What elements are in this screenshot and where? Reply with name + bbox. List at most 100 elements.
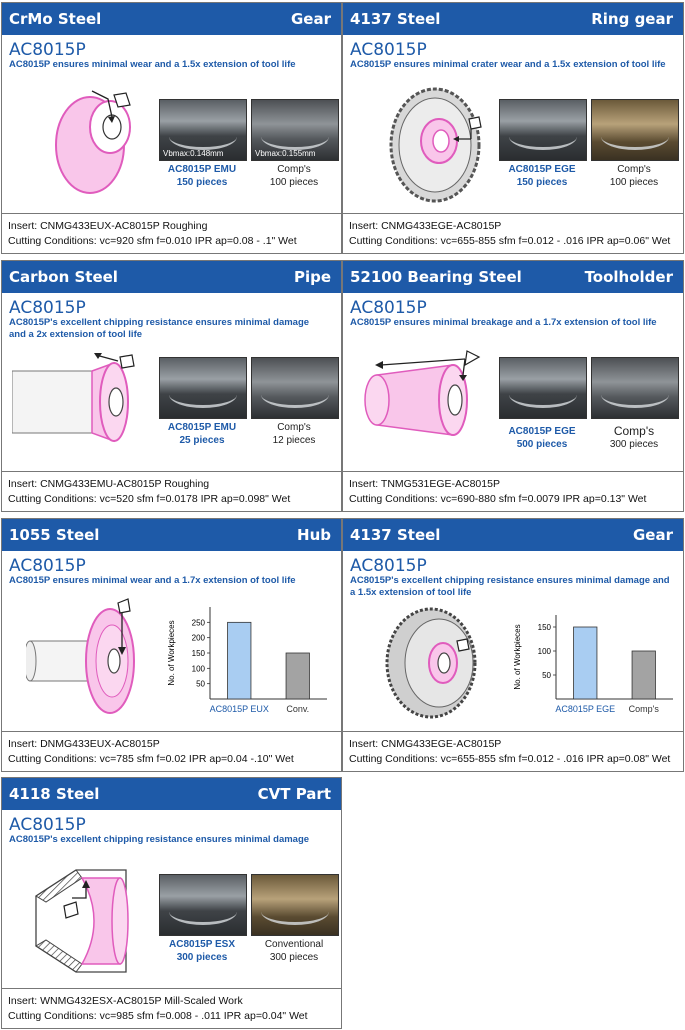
case-card-carbon-pipe: Carbon Steel Pipe AC8015P AC8015P's exce…: [1, 260, 342, 512]
ac8015p-caption: AC8015P EMU 25 pieces: [159, 421, 245, 447]
case-card-52100-toolholder: 52100 Bearing Steel Toolholder AC8015P A…: [342, 260, 684, 512]
material-label: 4137 Steel: [350, 10, 441, 28]
bar: [573, 626, 598, 700]
cutting-conditions: Cutting Conditions: vc=690-880 sfm f=0.0…: [349, 493, 647, 505]
gear-workpiece-illustration: [55, 90, 131, 194]
category-label: AC8015P EGE: [555, 704, 615, 714]
bar: [227, 621, 252, 700]
caption-line: 500 pieces: [516, 439, 568, 450]
competitor-caption: Comp's 100 pieces: [591, 163, 677, 189]
grade-title: AC8015P: [9, 298, 86, 318]
claim-text: AC8015P ensures minimal wear and a 1.7x …: [9, 575, 296, 586]
card-footer: Insert: CNMG433EUX-AC8015P Roughing Cutt…: [2, 213, 341, 253]
ac8015p-caption: AC8015P EGE 500 pieces: [499, 425, 585, 451]
wear-measurement: Vbmax:0.155mm: [255, 149, 316, 158]
y-tick-label: 50: [542, 671, 551, 680]
insert-spec: Insert: TNMG531EGE-AC8015P: [349, 478, 500, 490]
insert-spec: Insert: CNMG433EUX-AC8015P Roughing: [8, 220, 208, 232]
competitor-wear-photo: [591, 99, 679, 161]
competitor-wear-photo: [251, 357, 339, 419]
part-label: Pipe: [293, 268, 331, 286]
case-card-crmo-gear: CrMo Steel Gear AC8015P AC8015P ensures …: [1, 2, 342, 254]
y-tick-label: 100: [538, 647, 552, 656]
case-card-4118-cvt: 4118 Steel CVT Part AC8015P AC8015P's ex…: [1, 777, 342, 1029]
material-label: CrMo Steel: [9, 10, 102, 28]
category-label: AC8015P EUX: [210, 704, 269, 714]
ac8015p-wear-photo: [499, 357, 587, 419]
caption-line: Comp's: [613, 424, 655, 438]
card-footer: Insert: CNMG433EMU-AC8015P Roughing Cutt…: [2, 471, 341, 511]
insert-spec: Insert: WNMG432ESX-AC8015P Mill-Scaled W…: [8, 995, 243, 1007]
card-header: 4137 Steel Gear: [343, 519, 683, 551]
claim-line: a 1.5x extension of tool life: [350, 587, 472, 598]
part-label: Gear: [290, 10, 331, 28]
caption-line: AC8015P EGE: [508, 426, 576, 437]
card-footer: Insert: WNMG432ESX-AC8015P Mill-Scaled W…: [2, 988, 341, 1028]
caption-line: 12 pieces: [272, 435, 316, 446]
card-header: Carbon Steel Pipe: [2, 261, 341, 293]
cutting-conditions: Cutting Conditions: vc=785 sfm f=0.02 IP…: [8, 753, 294, 765]
y-tick-label: 200: [192, 634, 206, 643]
case-card-4137-gear: 4137 Steel Gear AC8015P AC8015P's excell…: [342, 518, 684, 772]
grade-title: AC8015P: [350, 298, 427, 318]
cutting-conditions: Cutting Conditions: vc=655-855 sfm f=0.0…: [349, 235, 671, 247]
cvt-part-cutaway-illustration: [35, 869, 129, 973]
y-axis-label: No. of Workpieces: [513, 624, 522, 689]
part-label: Gear: [632, 526, 673, 544]
grade-title: AC8015P: [350, 40, 427, 60]
insert-spec: Insert: CNMG433EGE-AC8015P: [349, 738, 502, 750]
insert-spec: Insert: CNMG433EGE-AC8015P: [349, 220, 502, 232]
grade-title: AC8015P: [9, 40, 86, 60]
caption-line: 300 pieces: [269, 952, 319, 963]
conventional-wear-photo: [251, 874, 339, 936]
claim-text: AC8015P ensures minimal crater wear and …: [350, 59, 666, 70]
card-footer: Insert: CNMG433EGE-AC8015P Cutting Condi…: [343, 731, 683, 771]
grade-title: AC8015P: [9, 556, 86, 576]
category-label: Conv.: [286, 704, 309, 714]
bar: [285, 652, 310, 700]
conventional-caption: Conventional 300 pieces: [251, 938, 337, 964]
ac8015p-caption: AC8015P EMU 150 pieces: [159, 163, 245, 189]
part-label: Toolholder: [584, 268, 673, 286]
grade-title: AC8015P: [350, 556, 427, 576]
cutting-conditions: Cutting Conditions: vc=520 sfm f=0.0178 …: [8, 493, 291, 505]
caption-line: Comp's: [617, 164, 651, 175]
case-card-1055-hub: 1055 Steel Hub AC8015P AC8015P ensures m…: [1, 518, 342, 772]
y-tick-label: 150: [192, 649, 206, 658]
y-tick-label: 150: [538, 623, 552, 632]
hub-workpiece-illustration: [26, 598, 135, 714]
caption-line: 100 pieces: [609, 177, 659, 188]
y-tick-label: 50: [196, 680, 205, 689]
y-tick-label: 100: [192, 664, 206, 673]
cutting-conditions: Cutting Conditions: vc=985 sfm f=0.008 -…: [8, 1010, 308, 1022]
claim-text: AC8015P's excellent chipping resistance …: [9, 317, 309, 341]
part-label: Hub: [297, 526, 331, 544]
ring-gear-illustration: [389, 87, 482, 203]
material-label: 1055 Steel: [9, 526, 100, 544]
part-label: CVT Part: [257, 785, 331, 803]
bar: [631, 650, 656, 700]
claim-line: AC8015P's excellent chipping resistance …: [350, 575, 670, 586]
helical-gear-illustration: [385, 607, 477, 719]
part-label: Ring gear: [591, 10, 673, 28]
caption-line: 100 pieces: [269, 177, 319, 188]
card-header: 4118 Steel CVT Part: [2, 778, 341, 810]
material-label: 4118 Steel: [9, 785, 100, 803]
caption-line: Comp's: [277, 164, 311, 175]
caption-line: AC8015P ESX: [169, 939, 235, 950]
toolholder-workpiece-illustration: [364, 350, 481, 436]
card-header: CrMo Steel Gear: [2, 3, 341, 35]
cutting-conditions: Cutting Conditions: vc=655-855 sfm f=0.0…: [349, 753, 671, 765]
card-footer: Insert: TNMG531EGE-AC8015P Cutting Condi…: [343, 471, 683, 511]
claim-text: AC8015P ensures minimal breakage and a 1…: [350, 317, 657, 328]
ac8015p-caption: AC8015P EGE 150 pieces: [499, 163, 585, 189]
material-label: 52100 Bearing Steel: [350, 268, 522, 286]
caption-line: Comp's: [277, 422, 311, 433]
ac8015p-wear-photo: [499, 99, 587, 161]
caption-line: AC8015P EMU: [167, 164, 237, 175]
insert-spec: Insert: CNMG433EMU-AC8015P Roughing: [8, 478, 210, 490]
category-label: Comp's: [629, 704, 660, 714]
pipe-workpiece-illustration: [12, 353, 135, 443]
caption-line: 150 pieces: [176, 177, 228, 188]
